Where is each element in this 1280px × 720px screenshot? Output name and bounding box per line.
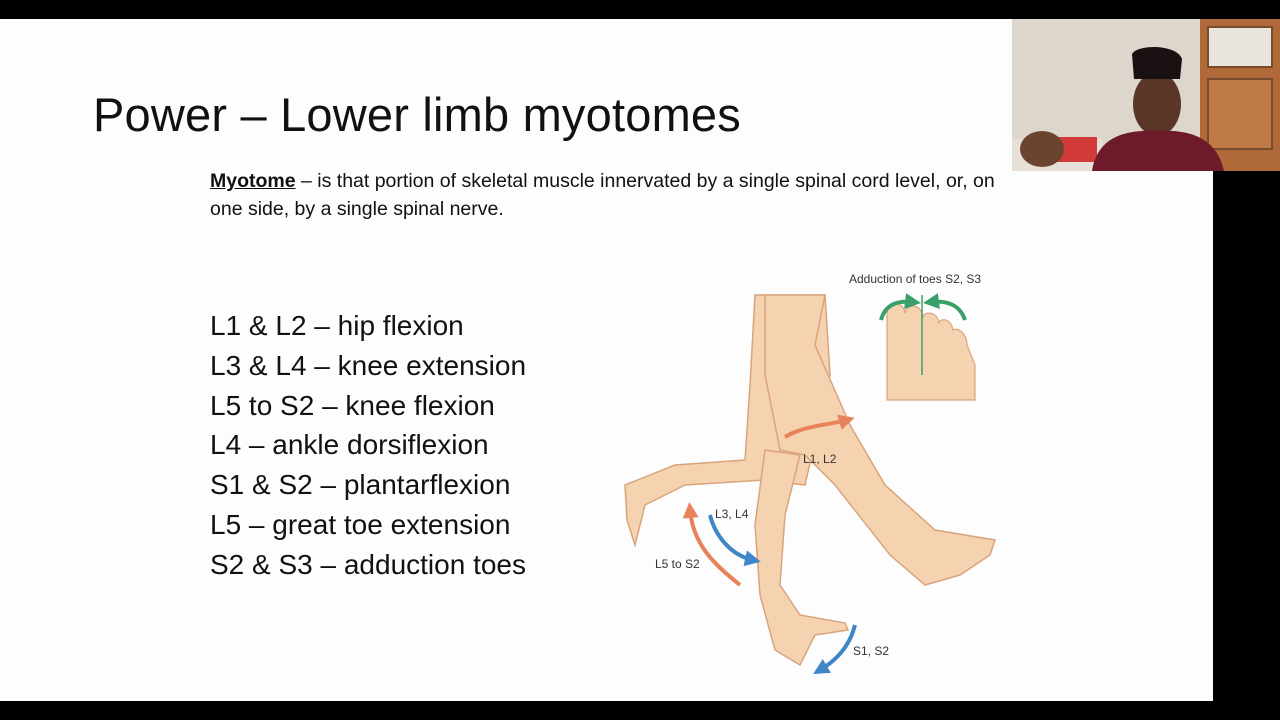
plantarflexion-arrow — [813, 624, 857, 675]
knee-extension-label: L3, L4 — [715, 507, 749, 521]
list-item: L5 – great toe extension — [210, 508, 511, 540]
presenter-video-feed-icon — [1012, 19, 1280, 171]
toe-inset-shape — [886, 302, 976, 401]
list-item: L4 – ankle dorsiflexion — [210, 429, 489, 461]
knee-flexion-label: L5 to S2 — [655, 557, 700, 571]
list-item: S1 & S2 – plantarflexion — [210, 469, 511, 501]
top-letterbox — [0, 0, 1280, 19]
definition-term: Myotome — [210, 170, 296, 192]
leg-illustration-svg: Adduction of toes S2, S3 L1, L2 L3, L4 L… — [624, 272, 996, 675]
right-letterbox — [1213, 171, 1280, 701]
list-item: L3 & L4 – knee extension — [210, 349, 527, 381]
myotome-definition: Myotome – is that portion of skeletal mu… — [210, 167, 1010, 223]
list-item: L1 & L2 – hip flexion — [210, 310, 464, 341]
leg-myotome-illustration: Adduction of toes S2, S3 L1, L2 L3, L4 L… — [615, 255, 1025, 685]
myotome-list: L1 & L2 – hip flexion L3 & L4 – knee ext… — [210, 306, 526, 585]
list-item: L5 to S2 – knee flexion — [210, 389, 495, 421]
slide-title: Power – Lower limb myotomes — [93, 88, 741, 141]
toe-adduction-left-arrow — [879, 293, 921, 321]
plantarflexion-label: S1, S2 — [853, 644, 889, 658]
knee-flexion-arrow — [682, 502, 742, 587]
hip-flexion-arrow — [783, 414, 855, 439]
presentation-slide: Power – Lower limb myotomes Myotome – is… — [0, 19, 1213, 701]
knee-extension-arrow — [708, 514, 761, 567]
bottom-letterbox — [0, 701, 1280, 720]
standing-leg-shape — [754, 449, 850, 667]
definition-text: – is that portion of skeletal muscle inn… — [210, 170, 995, 220]
front-leg-shape — [764, 294, 996, 586]
toe-adduction-label: Adduction of toes S2, S3 — [849, 272, 981, 286]
presenter-webcam — [1012, 19, 1280, 171]
toe-adduction-right-arrow — [923, 293, 967, 321]
hip-flexion-label: L1, L2 — [803, 452, 837, 466]
list-item: S2 & S3 – adduction toes — [210, 548, 526, 580]
